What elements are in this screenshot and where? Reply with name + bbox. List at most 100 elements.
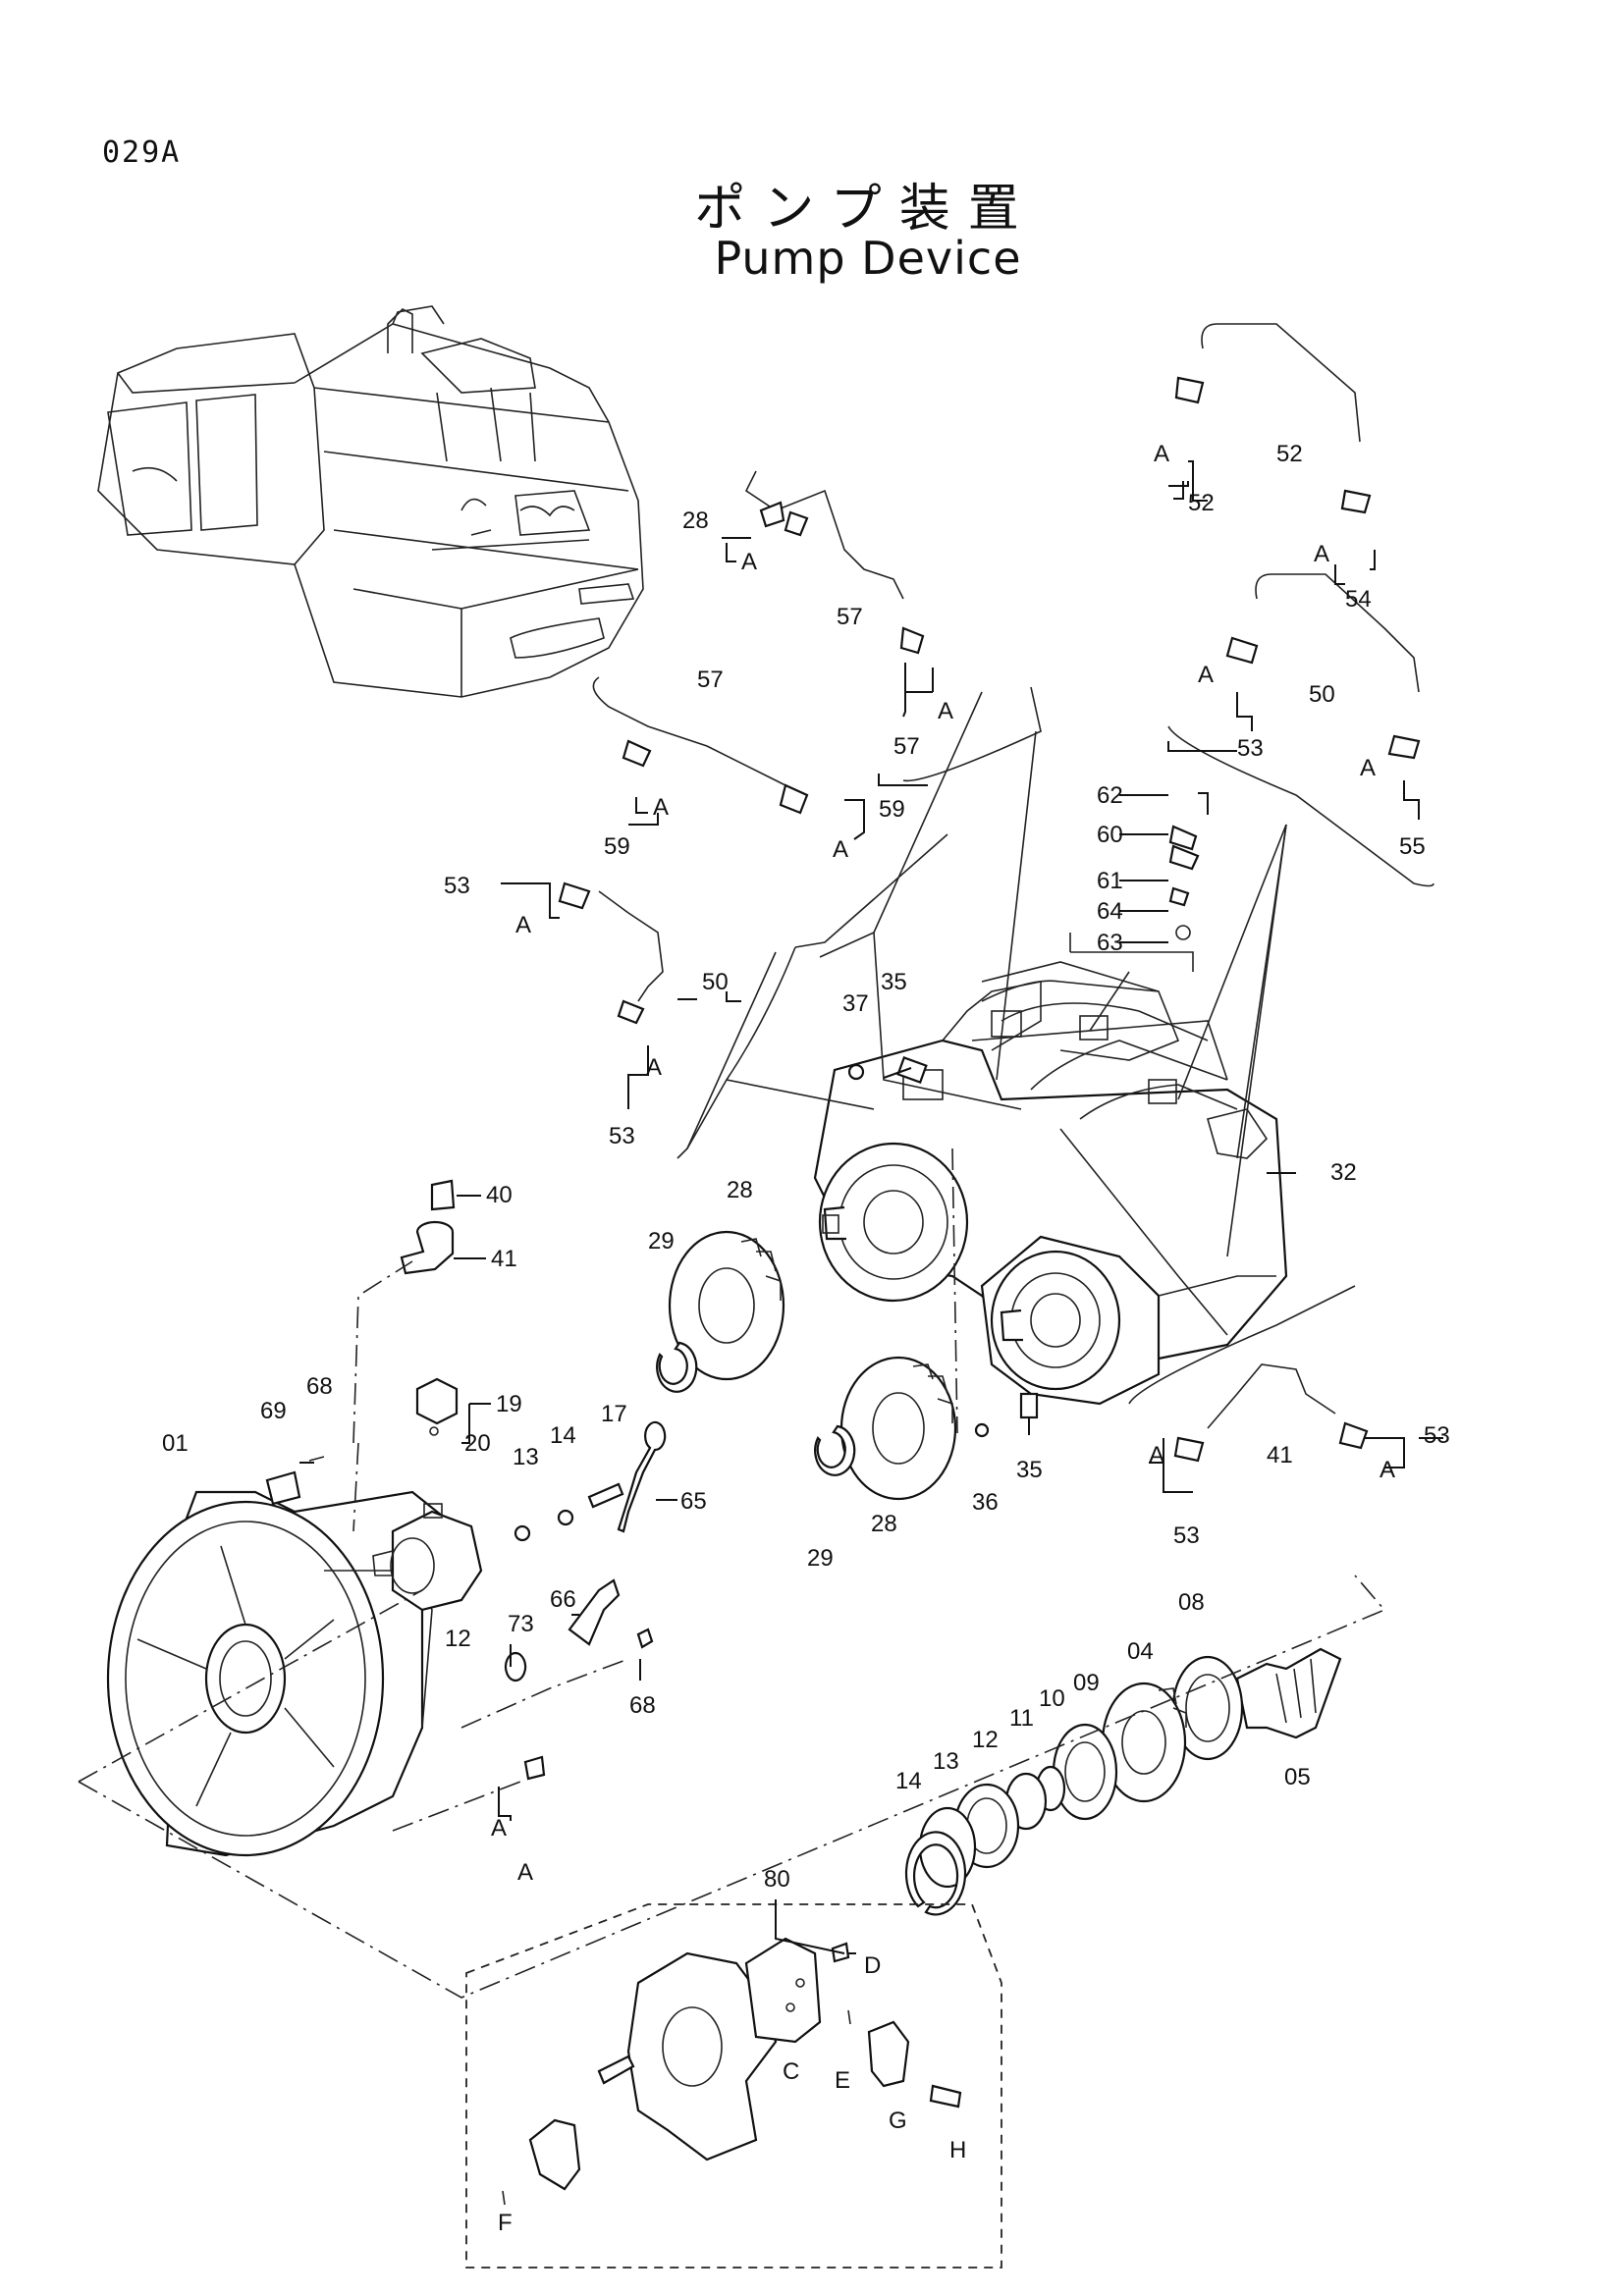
coupling-28-lower bbox=[839, 1356, 957, 1501]
callout-53: 53 bbox=[1173, 1522, 1200, 1549]
callout-29: 29 bbox=[648, 1228, 675, 1255]
page-title-japanese: ポンプ装置 bbox=[694, 180, 1037, 239]
callout-11: 11 bbox=[1009, 1705, 1034, 1732]
callout-A: A bbox=[741, 549, 757, 575]
main-pump-assembly bbox=[813, 961, 1288, 1406]
pin-68 bbox=[308, 1456, 325, 1462]
callout-04: 04 bbox=[1127, 1638, 1154, 1665]
callout-19: 17 bbox=[601, 1401, 627, 1427]
callout-36: 36 bbox=[972, 1489, 999, 1516]
callout-54: 54 bbox=[1345, 586, 1372, 613]
pipe-52-lower bbox=[1255, 573, 1420, 693]
washer-21 bbox=[514, 1524, 531, 1542]
snap-ring-29-lower bbox=[814, 1424, 856, 1476]
detail-bubble-outlines bbox=[676, 686, 1434, 1405]
callout-41: 41 bbox=[491, 1246, 517, 1272]
bolt-65 bbox=[636, 1628, 654, 1649]
callout-17: 12 bbox=[445, 1626, 471, 1652]
coupling-28-upper bbox=[668, 1230, 785, 1381]
snap-ring-14 bbox=[904, 1831, 967, 1916]
kit-73-boundary bbox=[465, 1903, 1002, 2269]
washer-37 bbox=[847, 1063, 865, 1081]
pin-C-lower bbox=[502, 2190, 506, 2206]
pump-housing-01 bbox=[106, 1490, 463, 1857]
washer-36 bbox=[974, 1422, 990, 1438]
callout-09: 09 bbox=[1073, 1670, 1100, 1696]
callout-52: 52 bbox=[1276, 441, 1303, 467]
callout-55: 57 bbox=[697, 667, 724, 693]
callout-A: C bbox=[783, 2058, 799, 2085]
coupling-element-A bbox=[744, 1937, 822, 2044]
callout-53: 53 bbox=[1237, 735, 1264, 762]
callout-57: 59 bbox=[879, 796, 905, 823]
callout-62: 64 bbox=[1097, 898, 1123, 925]
callout-69: 69 bbox=[260, 1398, 287, 1424]
callout-20: 14 bbox=[550, 1422, 576, 1449]
snap-ring-29-upper bbox=[656, 1341, 698, 1393]
callout-A: A bbox=[491, 1815, 507, 1842]
callout-54: 55 bbox=[1399, 833, 1426, 860]
callout-28: 28 bbox=[727, 1177, 753, 1203]
callout-37: 37 bbox=[842, 990, 869, 1017]
callout-C: F bbox=[498, 2210, 513, 2236]
shaft-05 bbox=[1235, 1647, 1342, 1739]
pin-C-upper bbox=[847, 2009, 851, 2025]
callout-40: 40 bbox=[486, 1182, 513, 1208]
callout-57: 59 bbox=[604, 833, 630, 860]
bolt-35-lower bbox=[1019, 1392, 1039, 1435]
callout-66: 73 bbox=[508, 1611, 534, 1637]
callout-08: 08 bbox=[1178, 1589, 1205, 1616]
page-code: 029A bbox=[102, 135, 182, 170]
callout-52: 50 bbox=[1309, 681, 1335, 708]
bolt-19 bbox=[587, 1482, 624, 1509]
callout-23-A: 20 bbox=[464, 1430, 491, 1457]
callout-B: D bbox=[864, 1952, 881, 1979]
callout-A: A bbox=[833, 836, 848, 863]
callout-29: 29 bbox=[807, 1545, 834, 1572]
callout-60: 62 bbox=[1097, 782, 1123, 809]
gear-pump-17 bbox=[372, 1503, 483, 1612]
callout-53: 52 bbox=[1188, 490, 1215, 516]
coupling-hub-H bbox=[626, 1951, 778, 2162]
dipstick-63 bbox=[617, 1420, 667, 1533]
callout-28: 28 bbox=[871, 1511, 897, 1537]
bolt-E bbox=[929, 2084, 962, 2109]
callout-57: 57 bbox=[893, 733, 920, 760]
callout-59: 61 bbox=[1097, 868, 1123, 894]
callout-73: 80 bbox=[764, 1866, 790, 1893]
leader-lines bbox=[299, 460, 1443, 1954]
pipe-52-upper bbox=[1201, 323, 1361, 443]
gasket-66 bbox=[504, 1651, 527, 1682]
excavator-overview-illustration bbox=[97, 305, 644, 698]
callout-01: 01 bbox=[162, 1430, 189, 1457]
page-title-english: Pump Device bbox=[714, 232, 1022, 285]
pipe-50-lower bbox=[1207, 1363, 1336, 1429]
plug-80 bbox=[523, 1755, 546, 1781]
callout-53: 53 bbox=[444, 873, 470, 899]
callout-05: 05 bbox=[1284, 1764, 1311, 1790]
callout-23: 19 bbox=[496, 1391, 522, 1417]
clamp-F bbox=[528, 2118, 581, 2191]
callout-56: 57 bbox=[837, 604, 863, 630]
callout-53: 53 bbox=[1424, 1422, 1450, 1449]
bearing-09 bbox=[1052, 1723, 1118, 1821]
alignment-lines bbox=[78, 1148, 1386, 1999]
callout-13: 13 bbox=[933, 1748, 959, 1775]
callout-61: 63 bbox=[1097, 930, 1123, 956]
pipe-55 bbox=[592, 676, 786, 786]
callout-68: 68 bbox=[306, 1373, 333, 1400]
elbow-41 bbox=[400, 1220, 455, 1275]
callout-A: A bbox=[1314, 541, 1329, 567]
callout-65: 68 bbox=[629, 1692, 656, 1719]
callout-C: E bbox=[835, 2067, 850, 2094]
plate-69 bbox=[265, 1470, 301, 1506]
callout-64: 66 bbox=[550, 1586, 576, 1613]
plug-40 bbox=[430, 1179, 456, 1211]
callout-14: 14 bbox=[895, 1768, 922, 1794]
callout-35: 35 bbox=[1016, 1457, 1043, 1483]
pipe-56 bbox=[744, 470, 904, 600]
callout-A: A bbox=[1198, 662, 1214, 688]
clamp-D bbox=[867, 2020, 910, 2088]
fittings bbox=[558, 376, 1421, 1463]
